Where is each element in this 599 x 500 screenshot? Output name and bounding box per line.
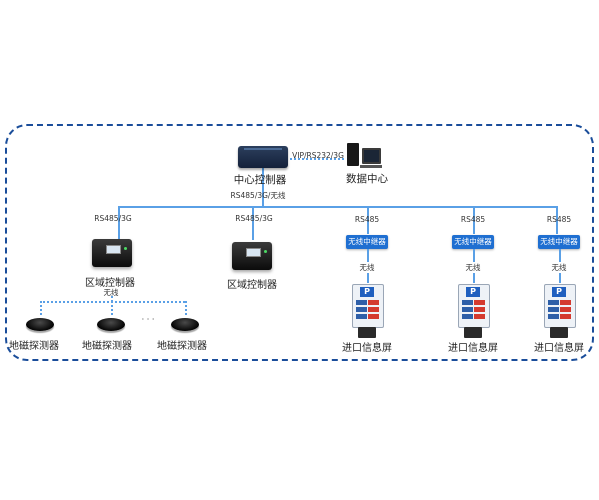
screen-stand	[464, 327, 482, 338]
connector	[118, 206, 120, 240]
entrance-info-screen-icon: P	[458, 284, 490, 328]
wireless-connector	[40, 301, 42, 315]
sensor-label: 地磁探测器	[82, 341, 132, 352]
connector	[367, 206, 369, 234]
system-boundary-frame	[5, 124, 594, 361]
relay-wireless-label: 无线	[551, 262, 567, 273]
sensor-label: 地磁探测器	[9, 341, 59, 352]
area-controller-device-icon	[232, 242, 272, 270]
geomagnetic-sensor-icon	[97, 318, 125, 331]
entrance-info-screen-icon: P	[544, 284, 576, 328]
branch-label: RS485	[354, 215, 380, 224]
branch-label: RS485	[546, 215, 572, 224]
wireless-connector	[111, 301, 113, 315]
geomagnetic-sensor-icon	[171, 318, 199, 331]
branch-label: RS485	[460, 215, 486, 224]
wireless-connector	[111, 296, 113, 302]
connector	[473, 206, 475, 234]
wireless-relay: 无线中继器	[538, 235, 580, 249]
geomagnetic-sensor-icon	[26, 318, 54, 331]
wireless-connector	[185, 301, 187, 315]
parking-icon: P	[360, 287, 374, 297]
entrance-screen-label: 进口信息屏	[448, 343, 498, 354]
center-controller-device-icon	[238, 146, 288, 168]
area-controller-device-icon	[92, 239, 132, 267]
screen-stand	[550, 327, 568, 338]
wireless-relay: 无线中继器	[346, 235, 388, 249]
wireless-relay: 无线中继器	[452, 235, 494, 249]
bus-label: RS485/3G/无线	[230, 191, 286, 200]
data-link-label: VIP/RS232/3G	[292, 151, 344, 160]
area-wireless-label: 无线	[103, 288, 119, 297]
relay-wireless-label: 无线	[359, 262, 375, 273]
entrance-info-screen-icon: P	[352, 284, 384, 328]
connector	[262, 168, 264, 208]
center-controller-label: 中心控制器	[233, 174, 287, 186]
data-center-label: 数据中心	[346, 173, 388, 185]
ellipsis: · · ·	[141, 315, 155, 324]
connector	[556, 206, 558, 234]
connector	[252, 206, 254, 240]
parking-icon: P	[466, 287, 480, 297]
parking-icon: P	[552, 287, 566, 297]
branch-label: RS485/3G	[94, 214, 132, 223]
entrance-screen-label: 进口信息屏	[534, 343, 584, 354]
data-link-connector	[290, 158, 344, 160]
screen-stand	[358, 327, 376, 338]
area-controller-label: 区域控制器	[227, 280, 277, 291]
relay-wireless-label: 无线	[465, 262, 481, 273]
branch-label: RS485/3G	[235, 214, 273, 223]
entrance-screen-label: 进口信息屏	[342, 343, 392, 354]
area-controller-label: 区域控制器	[85, 278, 135, 289]
connector	[118, 206, 556, 208]
sensor-label: 地磁探测器	[157, 341, 207, 352]
